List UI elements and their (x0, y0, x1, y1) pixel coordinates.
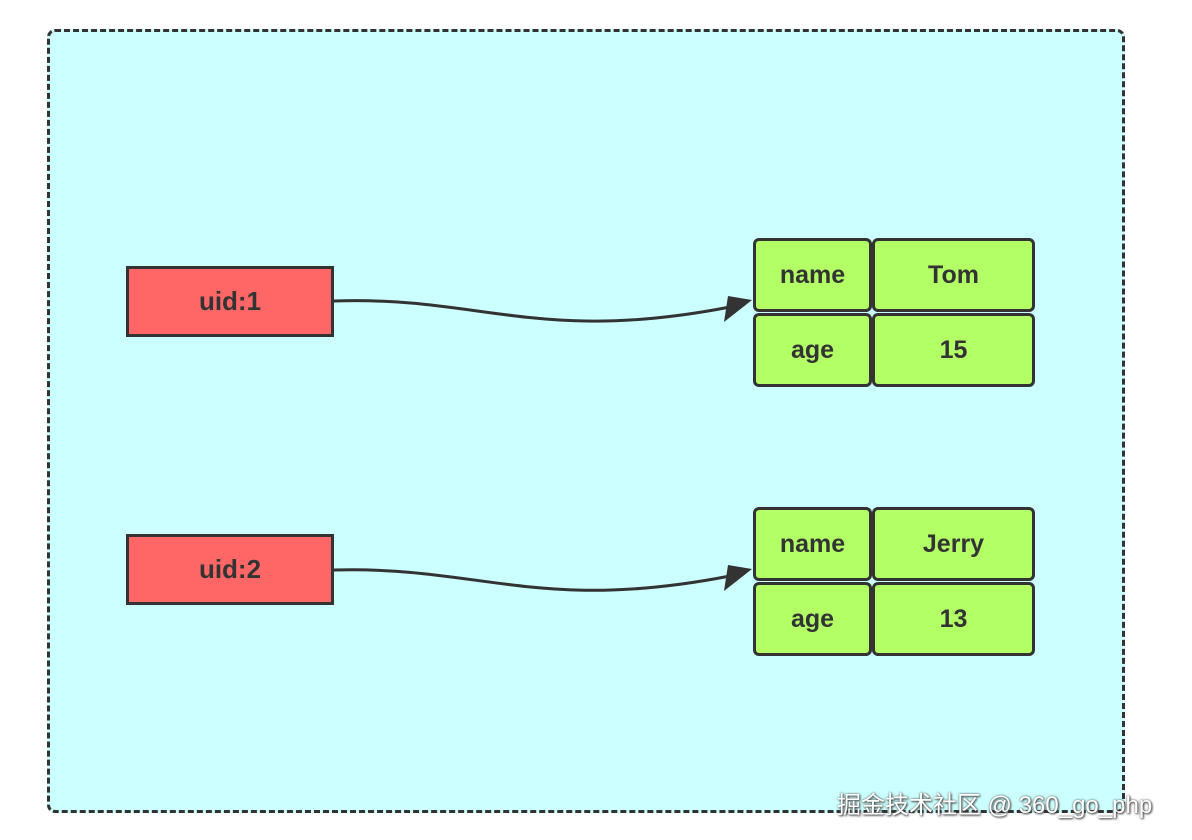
hash-2-field-name: name (753, 507, 872, 581)
hash-2-value-name: Jerry (872, 507, 1035, 581)
key-box-uid-1: uid:1 (126, 266, 334, 337)
hash-2-value-age: 13 (872, 582, 1035, 656)
container-frame (47, 29, 1125, 813)
value-label: Jerry (922, 529, 985, 558)
key-box-uid-2: uid:2 (126, 534, 334, 605)
value-label: 13 (939, 604, 968, 633)
key-label: uid:1 (198, 286, 262, 316)
hash-1-field-name: name (753, 238, 872, 312)
field-label: age (790, 335, 835, 364)
value-label: Tom (928, 260, 979, 289)
field-label: name (779, 529, 846, 558)
watermark: 掘金技术社区 @ 360_go_php (837, 792, 1153, 819)
key-label: uid:2 (198, 554, 262, 584)
field-label: name (779, 260, 846, 289)
hash-1-field-age: age (753, 313, 872, 387)
field-label: age (790, 604, 835, 633)
hash-1-value-name: Tom (872, 238, 1035, 312)
hash-2-field-age: age (753, 582, 872, 656)
hash-1-value-age: 15 (872, 313, 1035, 387)
value-label: 15 (939, 335, 968, 364)
